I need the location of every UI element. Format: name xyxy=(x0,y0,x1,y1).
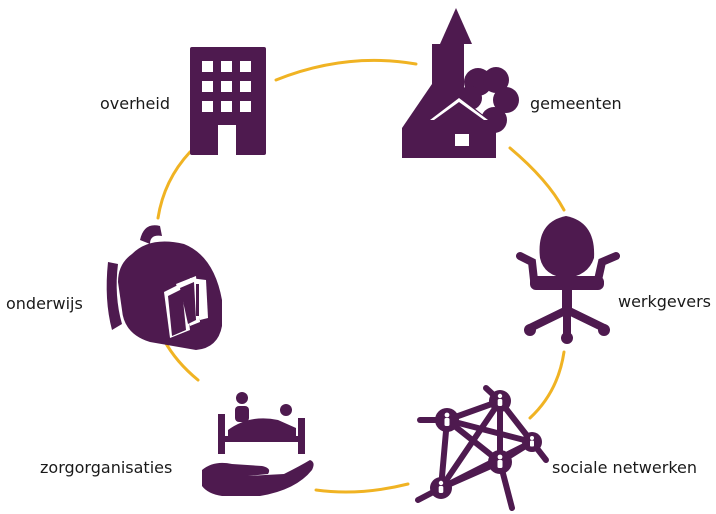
ring-arc-gemeenten-werkgevers xyxy=(508,146,566,212)
ring-arc-onderwijs-overheid xyxy=(156,150,192,220)
ring-arc-sociale-zorg xyxy=(314,482,410,494)
ring-arc-werkgevers-sociale xyxy=(528,350,566,420)
node-label: overheid xyxy=(100,94,170,113)
node-label: onderwijs xyxy=(6,294,83,313)
node-label: zorgorganisaties xyxy=(40,458,173,477)
node-label: werkgevers xyxy=(618,292,711,311)
node-label: sociale netwerken xyxy=(552,458,697,477)
ring-arc-overheid-gemeenten xyxy=(274,58,418,82)
node-label: gemeenten xyxy=(530,94,622,113)
